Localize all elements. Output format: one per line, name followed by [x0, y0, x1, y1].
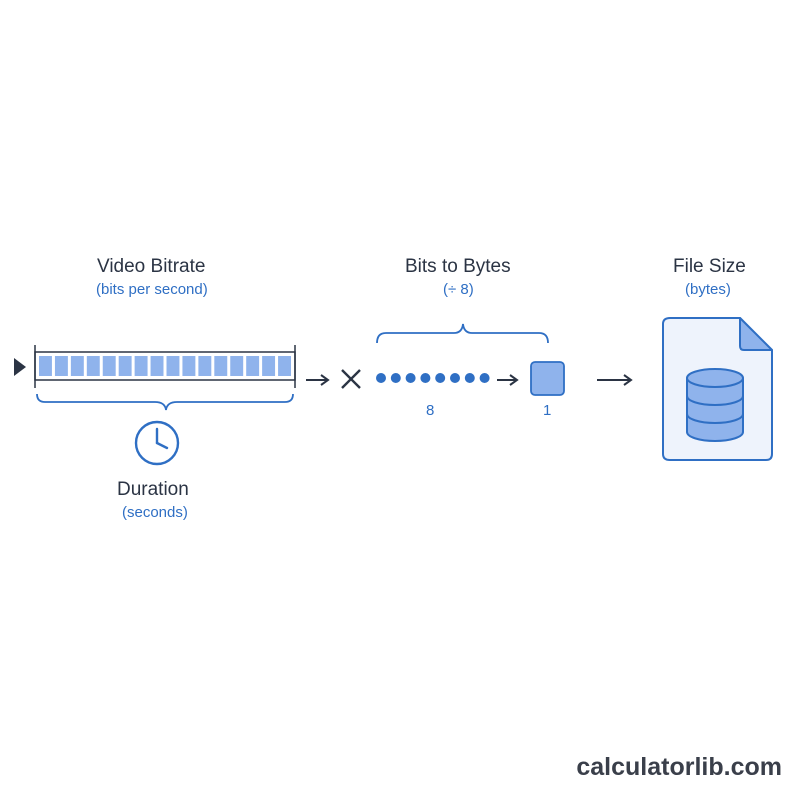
- timeline-segment: [278, 356, 291, 376]
- filesize-title: File Size: [673, 256, 746, 277]
- filesize-subtitle: (bytes): [685, 281, 731, 298]
- clock-icon: [134, 420, 180, 466]
- timeline-segment: [70, 356, 84, 376]
- duration-brace: [36, 393, 294, 411]
- timeline-segment: [102, 356, 116, 376]
- conversion-brace: [376, 323, 549, 344]
- bit-dot: [479, 373, 490, 383]
- arrow-right-icon: [597, 374, 633, 386]
- timeline-segment: [198, 356, 212, 376]
- timeline-segment: [166, 356, 180, 376]
- multiply-icon: [341, 369, 361, 389]
- conversion-subtitle: (÷ 8): [443, 281, 474, 298]
- timeline-segment: [182, 356, 196, 376]
- bits-dots: [376, 373, 490, 383]
- timeline-segment: [39, 356, 52, 376]
- bit-dot: [420, 373, 431, 383]
- timeline-segment: [150, 356, 164, 376]
- bit-dot: [405, 373, 416, 383]
- play-icon: [14, 358, 26, 376]
- timeline-segment: [134, 356, 148, 376]
- bit-dot: [464, 373, 475, 383]
- bitrate-subtitle: (bits per second): [96, 281, 208, 298]
- conversion-title: Bits to Bytes: [405, 256, 511, 277]
- timeline-segment: [230, 356, 244, 376]
- arrow-right-icon: [497, 374, 519, 386]
- duration-subtitle: (seconds): [122, 504, 188, 521]
- byte-count-label: 1: [543, 402, 552, 419]
- byte-square-icon: [530, 361, 565, 396]
- brand-watermark: calculatorlib.com: [576, 753, 782, 781]
- bitrate-timeline: [34, 345, 296, 388]
- bit-dot: [390, 373, 401, 383]
- database-icon: [686, 368, 744, 442]
- duration-title: Duration: [117, 479, 189, 500]
- bit-dot: [435, 373, 446, 383]
- timeline-segment: [54, 356, 68, 376]
- timeline-segment: [214, 356, 228, 376]
- timeline-segment: [86, 356, 100, 376]
- bit-dot: [450, 373, 460, 383]
- timeline-segment: [262, 356, 276, 376]
- bit-dot: [376, 373, 386, 383]
- timeline-segment: [118, 356, 132, 376]
- arrow-right-icon: [306, 374, 330, 386]
- bitrate-title: Video Bitrate: [97, 256, 206, 277]
- bits-count-label: 8: [426, 402, 435, 419]
- timeline-segment: [246, 356, 260, 376]
